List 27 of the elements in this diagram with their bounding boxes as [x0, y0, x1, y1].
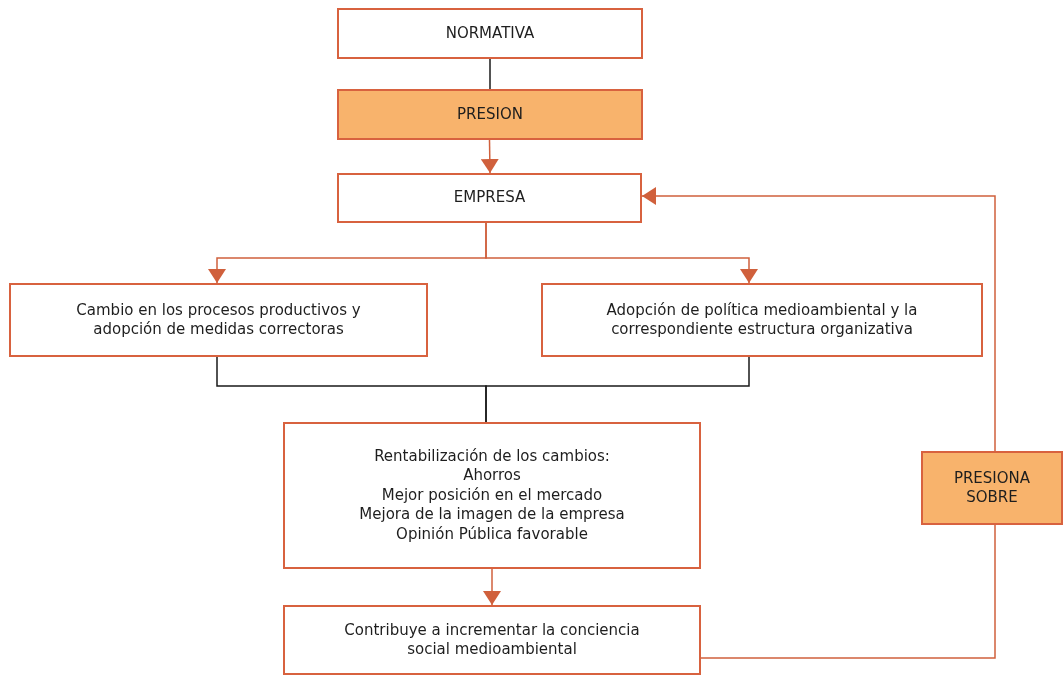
box-text: Cambio en los procesos productivos y adopción de medidas correctoras [75, 300, 362, 340]
box-text: PRESION [457, 104, 523, 125]
connector-line [700, 524, 996, 659]
arrow [485, 222, 758, 284]
box-text: Rentabilización de los cambios: [374, 446, 610, 467]
process-box [283, 605, 701, 675]
process-box [9, 283, 428, 357]
arrow [480, 139, 499, 174]
process-box [337, 89, 643, 140]
box-text: Contribuye a incrementar la conciencia social medioambiental [343, 620, 641, 660]
process-box [337, 173, 642, 223]
process-box [541, 283, 983, 357]
box-text: Mejora de la imagen de la empresa [359, 505, 625, 525]
process-box [337, 8, 643, 59]
box-text: Adopción de política medioambiental y la correspondiente estructura organizativa [605, 300, 919, 340]
process-box [921, 451, 1063, 525]
box-text: Ahorros [463, 466, 521, 486]
connector-line [489, 58, 491, 90]
process-box [283, 422, 701, 569]
box-text: Opinión Pública favorable [396, 524, 588, 545]
arrow [483, 568, 501, 606]
box-text: PRESIONA SOBRE [952, 468, 1032, 508]
arrow [641, 187, 996, 452]
box-text: NORMATIVA [445, 23, 535, 44]
connector-line [485, 356, 750, 423]
box-text: EMPRESA [453, 188, 526, 208]
box-text: Mejor posición en el mercado [381, 485, 603, 506]
